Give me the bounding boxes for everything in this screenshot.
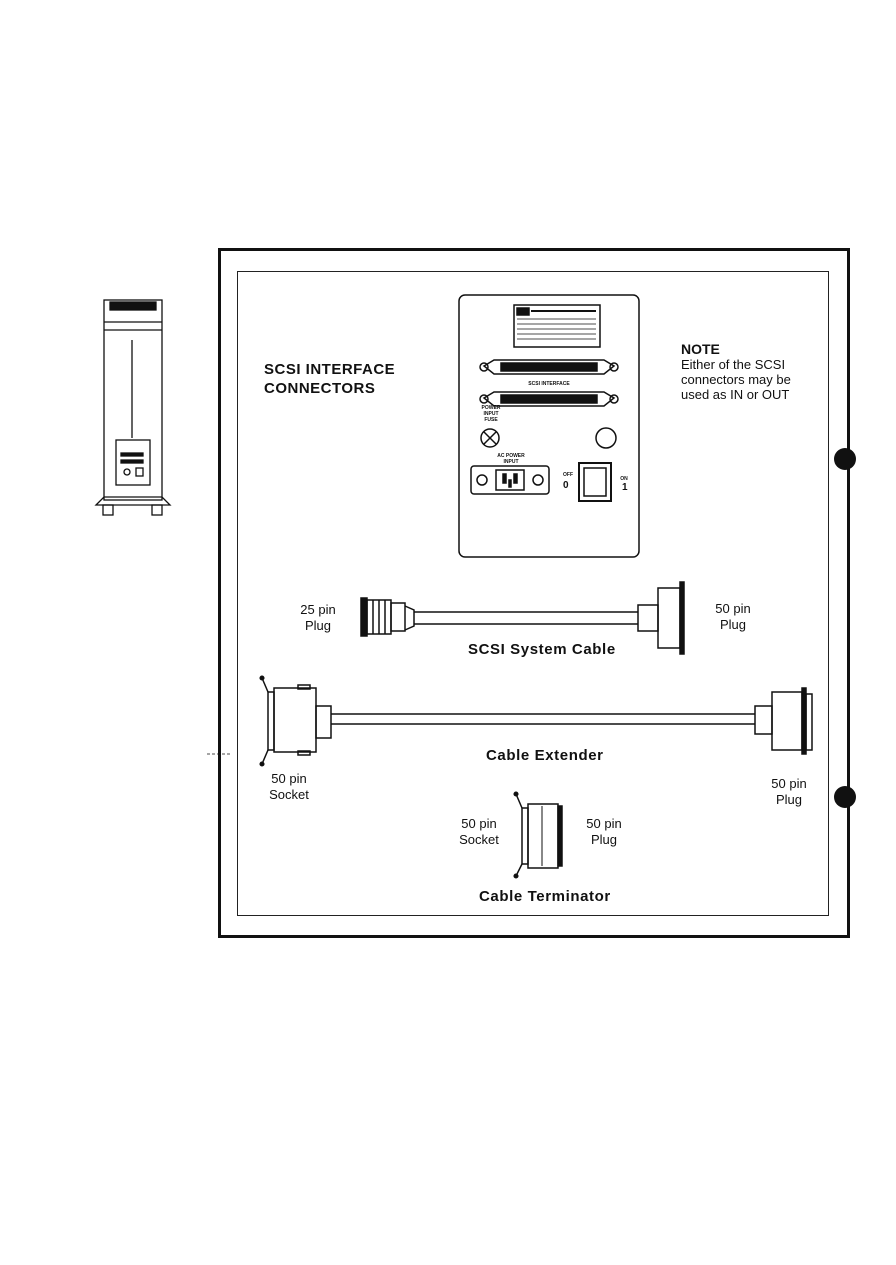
panel-interface-label: SCSI INTERFACE xyxy=(528,381,570,387)
panel-power-input-fuse: POWER INPUT FUSE xyxy=(476,405,506,423)
switch-off-symbol: 0 xyxy=(563,480,569,491)
terminator-left-label: 50 pin Socket xyxy=(448,816,510,848)
extender-right-line-2: Plug xyxy=(775,792,803,807)
title-line-1: SCSI INTERFACE xyxy=(264,361,396,378)
section-title: SCSI INTERFACE CONNECTORS xyxy=(264,360,395,398)
outer-frame xyxy=(218,248,850,938)
extender-left-line-2: Socket xyxy=(269,787,309,802)
fuse-label-line-3: FUSE xyxy=(484,417,498,423)
ac-label-line-2: INPUT xyxy=(503,459,519,465)
system-cable-right-label: 50 pin Plug xyxy=(703,601,763,633)
extender-right-line-1: 50 pin xyxy=(771,776,807,791)
cable-extender-caption: Cable Extender xyxy=(486,747,604,764)
system-cable-right-line-2: Plug xyxy=(719,617,747,632)
fuse-label-line-1: POWER xyxy=(481,405,501,411)
panel-ac-power-input: AC POWER INPUT xyxy=(488,453,534,465)
note-line-1: Either of the SCSI xyxy=(681,357,786,372)
fuse-label-line-2: INPUT xyxy=(483,411,499,417)
system-cable-left-label: 25 pin Plug xyxy=(288,602,348,634)
note-title: NOTE xyxy=(681,341,720,357)
terminator-right-label: 50 pin Plug xyxy=(574,816,634,848)
ac-label-line-1: AC POWER xyxy=(497,453,525,459)
system-cable-left-line-2: Plug xyxy=(304,618,332,633)
system-cable-right-line-1: 50 pin xyxy=(715,601,751,616)
binder-hole-bottom xyxy=(834,786,856,808)
switch-on-label: ON xyxy=(620,476,628,482)
extender-right-label: 50 pin Plug xyxy=(758,776,820,808)
system-cable-left-line-1: 25 pin xyxy=(300,602,336,617)
terminator-left-line-1: 50 pin xyxy=(461,816,497,831)
extender-left-label: 50 pin Socket xyxy=(258,771,320,803)
switch-on-symbol: 1 xyxy=(622,482,628,493)
binder-hole-top xyxy=(834,448,856,470)
title-line-2: CONNECTORS xyxy=(264,380,376,397)
cable-terminator-caption: Cable Terminator xyxy=(479,888,611,905)
note-line-3: used as IN or OUT xyxy=(681,387,790,402)
switch-off-label: OFF xyxy=(563,472,573,478)
inner-frame xyxy=(237,271,829,916)
terminator-left-line-2: Socket xyxy=(459,832,499,847)
note-block: NOTE Either of the SCSI connectors may b… xyxy=(681,341,791,402)
terminator-right-line-1: 50 pin xyxy=(586,816,622,831)
note-line-2: connectors may be xyxy=(681,372,791,387)
extender-left-line-1: 50 pin xyxy=(271,771,307,786)
system-cable-caption: SCSI System Cable xyxy=(468,641,616,658)
terminator-right-line-2: Plug xyxy=(590,832,618,847)
